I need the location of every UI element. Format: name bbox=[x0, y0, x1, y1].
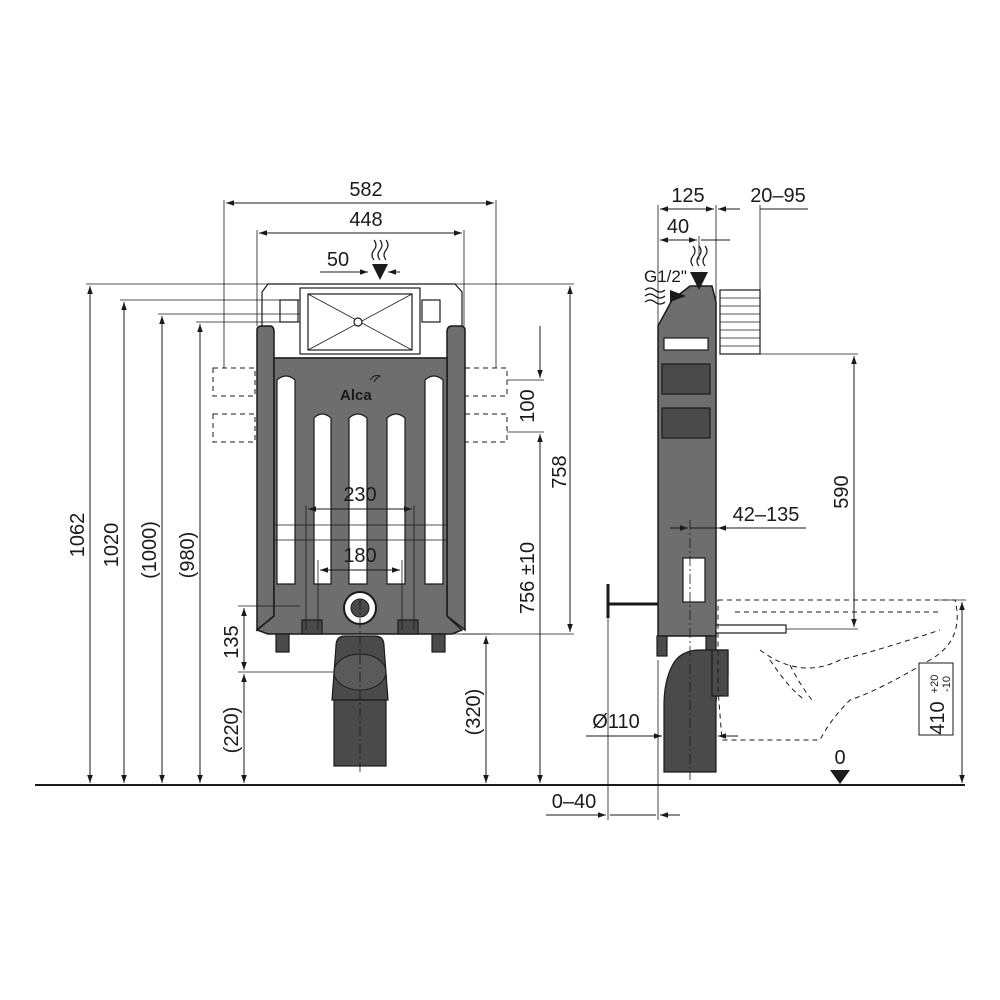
bird-icon bbox=[369, 375, 382, 383]
dim-410: 410 bbox=[927, 701, 949, 734]
dim-1000: (1000) bbox=[139, 521, 161, 579]
dim-590: 590 bbox=[831, 475, 853, 508]
dim-40: 40 bbox=[667, 216, 689, 238]
frame-slot bbox=[424, 375, 444, 585]
side-view: G1/2" 125 20–95 40 4 bbox=[546, 185, 966, 820]
dim-582: 582 bbox=[349, 179, 382, 201]
wall-bracket bbox=[212, 367, 256, 397]
dim-125: 125 bbox=[671, 185, 704, 207]
dim-50: 50 bbox=[327, 249, 349, 271]
dim-410-tol-plus: +20 bbox=[929, 675, 941, 694]
dim-230: 230 bbox=[343, 484, 376, 506]
floor-zero: 0 bbox=[834, 747, 845, 769]
wc-bowl-outline bbox=[717, 599, 958, 741]
frame-slot bbox=[348, 413, 368, 585]
floor-zero-marker bbox=[830, 770, 850, 784]
foot-right bbox=[431, 633, 446, 653]
dim-320: (320) bbox=[463, 689, 485, 736]
dim-135: 135 bbox=[221, 625, 243, 658]
wall-bracket bbox=[464, 413, 508, 443]
dim-180: 180 bbox=[343, 545, 376, 567]
frame-left-post bbox=[256, 325, 275, 632]
foot-left bbox=[275, 633, 290, 653]
frame-slot bbox=[386, 413, 406, 585]
water-inlet-icon bbox=[371, 239, 389, 261]
dim-448: 448 bbox=[349, 209, 382, 231]
dim-100: 100 bbox=[517, 389, 539, 422]
frame-right-post bbox=[446, 325, 466, 632]
dim-410-tol-minus: -10 bbox=[941, 676, 953, 692]
bowl-bolt bbox=[715, 624, 787, 634]
frame-slot bbox=[276, 375, 296, 585]
bowl-height-box bbox=[918, 662, 954, 736]
dim-20-95: 20–95 bbox=[750, 185, 806, 207]
dim-110: Ø110 bbox=[592, 711, 639, 733]
front-view: Alca 582 448 bbox=[67, 179, 574, 783]
dim-758: 758 bbox=[549, 455, 571, 488]
wall-bracket bbox=[212, 413, 256, 443]
wall-bracket bbox=[464, 367, 508, 397]
frame-slot bbox=[313, 413, 332, 585]
dim-42-135: 42–135 bbox=[733, 504, 800, 526]
dim-220: (220) bbox=[221, 707, 243, 754]
dim-0-40: 0–40 bbox=[552, 791, 597, 813]
dim-980: (980) bbox=[177, 532, 199, 579]
dim-1062: 1062 bbox=[67, 513, 89, 558]
water-inlet-icon bbox=[644, 287, 666, 305]
brand-logo: Alca bbox=[340, 387, 372, 404]
dim-756: 756 ±10 bbox=[517, 542, 539, 614]
dim-1020: 1020 bbox=[101, 523, 123, 568]
inlet-label: G1/2" bbox=[644, 267, 687, 286]
